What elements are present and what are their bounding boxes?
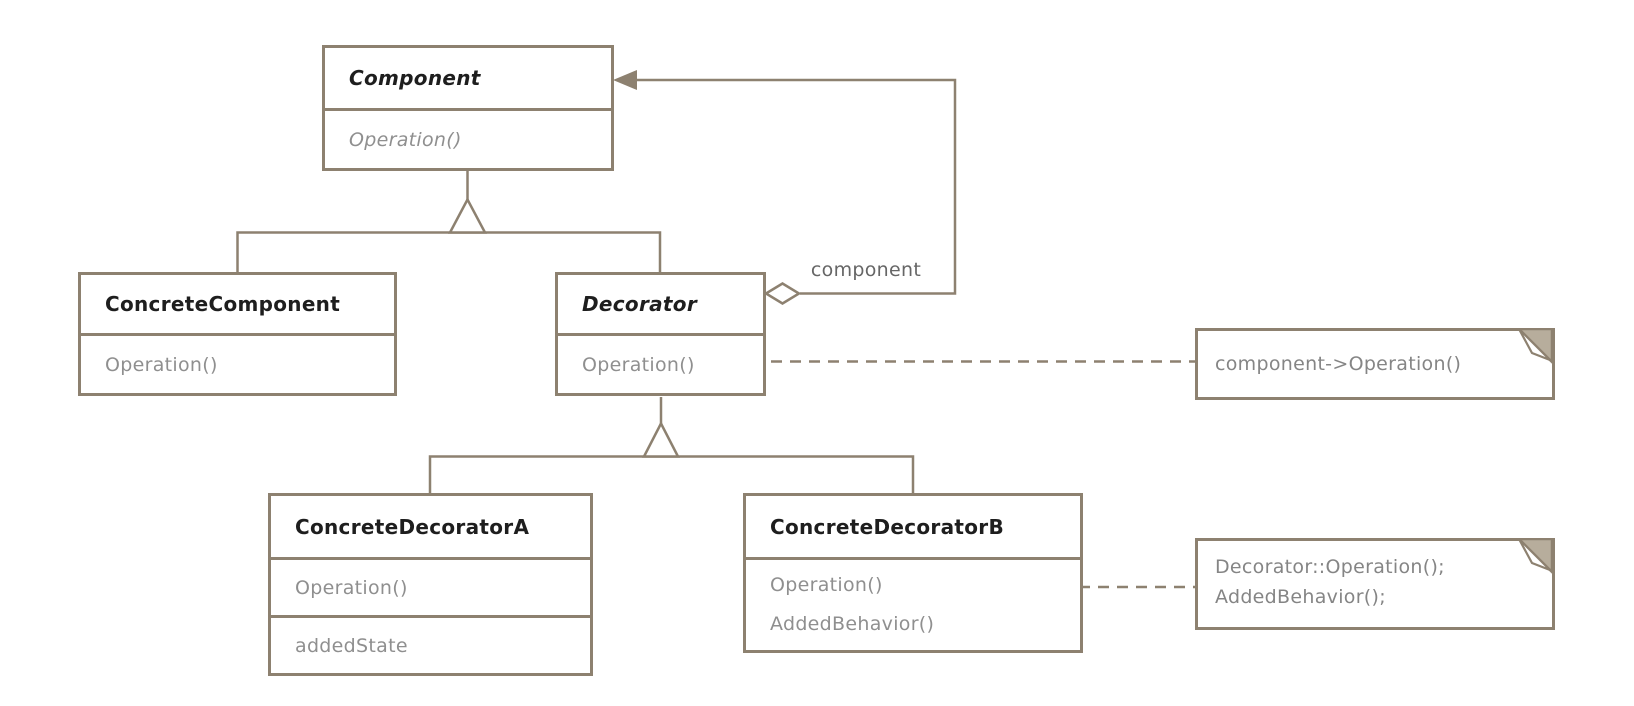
note-text: Decorator::Operation(); AddedBehavior(); [1198,541,1552,627]
class-title-compartment: Decorator [558,275,763,333]
class-operations-compartment: Operation() [558,333,763,393]
member-concrete-component-operation: Operation() [105,353,218,376]
class-operations-compartment: Operation() [81,333,394,393]
class-operations-compartment: Operation() AddedBehavior() [746,557,1080,650]
note-line: Decorator::Operation(); [1215,556,1445,578]
class-operations-compartment: Operation() [271,557,590,615]
member-concrete-decorator-b-added-behavior: AddedBehavior() [770,613,935,635]
member-decorator-operation: Operation() [582,353,695,376]
class-box-concrete-decorator-b: ConcreteDecoratorB Operation() AddedBeha… [743,493,1083,653]
class-title-compartment: ConcreteDecoratorA [271,496,590,557]
note-fold-flap [1518,538,1551,572]
member-concrete-decorator-a-added-state: addedState [295,634,408,657]
note-line: component->Operation() [1215,353,1462,375]
class-box-decorator: Decorator Operation() [555,272,766,396]
member-concrete-decorator-a-operation: Operation() [295,576,408,599]
class-title-compartment: ConcreteComponent [81,275,394,333]
generalization-branch-bottom [428,455,915,493]
note-component-delegation: component->Operation() [1195,328,1555,400]
member-concrete-decorator-b-operation: Operation() [770,574,883,596]
note-fold-icon [1516,328,1554,366]
class-title-compartment: Component [325,48,611,108]
class-box-concrete-decorator-a: ConcreteDecoratorA Operation() addedStat… [268,493,593,676]
class-name-component: Component [349,66,481,90]
note-line: AddedBehavior(); [1215,586,1386,608]
note-text: component->Operation() [1198,331,1552,397]
class-name-concrete-component: ConcreteComponent [105,292,341,316]
class-attributes-compartment: addedState [271,615,590,673]
note-decorator-b-behavior: Decorator::Operation(); AddedBehavior(); [1195,538,1555,630]
class-box-concrete-component: ConcreteComponent Operation() [78,272,397,396]
inheritance-triangle-icon-top [447,196,488,234]
aggregation-diamond-icon [763,282,802,305]
member-component-operation: Operation() [349,128,462,151]
class-name-concrete-decorator-b: ConcreteDecoratorB [770,514,1004,539]
arrowhead-icon [613,70,637,90]
class-name-concrete-decorator-a: ConcreteDecoratorA [295,514,530,539]
inheritance-triangle-icon-bottom [641,420,681,458]
class-operations-compartment: Operation() [325,108,611,168]
class-title-compartment: ConcreteDecoratorB [746,496,1080,557]
aggregation-role-label: component [810,259,922,281]
note-fold-icon [1516,538,1554,576]
aggregation-line [624,78,957,295]
generalization-branch-top [236,231,662,272]
note-fold-flap [1518,328,1551,362]
class-box-component: Component Operation() [322,45,614,171]
class-name-decorator: Decorator [582,292,697,316]
